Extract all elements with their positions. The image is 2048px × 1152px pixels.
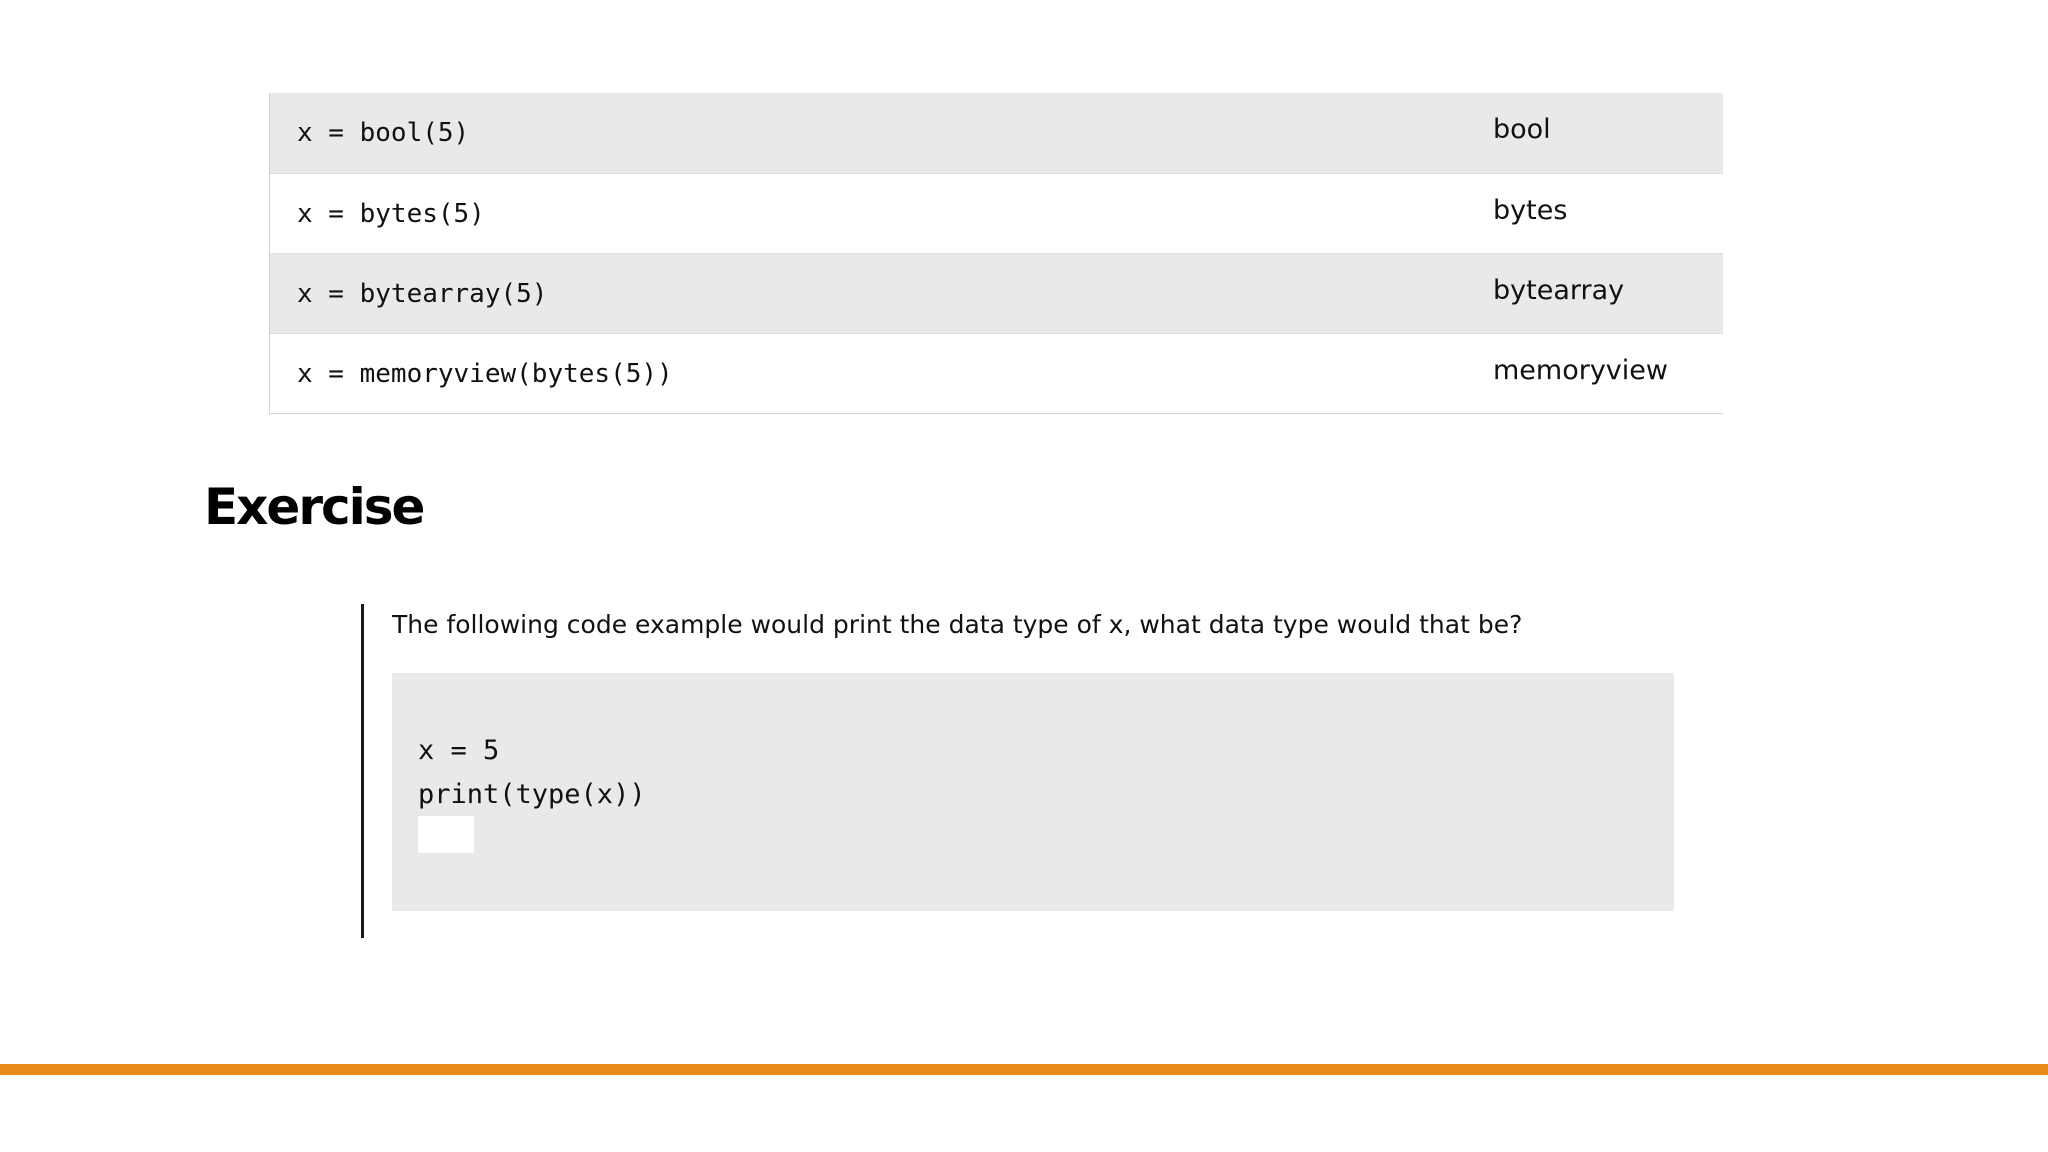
table-row: x = memoryview(bytes(5)) memoryview bbox=[270, 333, 1723, 413]
code-cell: x = bytes(5) bbox=[297, 199, 485, 229]
type-cell: bytearray bbox=[1493, 275, 1625, 306]
code-cell: x = memoryview(bytes(5)) bbox=[297, 359, 673, 389]
type-cell: bytes bbox=[1493, 195, 1568, 226]
exercise-question: The following code example would print t… bbox=[392, 610, 1523, 639]
exercise-panel: The following code example would print t… bbox=[361, 604, 1676, 938]
data-type-table: x = bool(5) bool x = bytes(5) bytes x = … bbox=[269, 93, 1723, 414]
type-cell: bool bbox=[1493, 114, 1551, 145]
code-cell: x = bool(5) bbox=[297, 118, 470, 148]
code-example-block: x = 5 print(type(x)) bbox=[392, 673, 1674, 911]
table-row: x = bytes(5) bytes bbox=[270, 173, 1723, 253]
accent-bar bbox=[0, 1064, 2048, 1075]
table-row: x = bytearray(5) bytearray bbox=[270, 253, 1723, 333]
exercise-heading: Exercise bbox=[204, 478, 425, 536]
code-cell: x = bytearray(5) bbox=[297, 279, 548, 309]
answer-input[interactable] bbox=[418, 816, 474, 853]
table-row: x = bool(5) bool bbox=[270, 93, 1723, 173]
code-line: print(type(x)) bbox=[418, 779, 646, 810]
code-line: x = 5 bbox=[418, 735, 500, 766]
type-cell: memoryview bbox=[1493, 355, 1668, 386]
